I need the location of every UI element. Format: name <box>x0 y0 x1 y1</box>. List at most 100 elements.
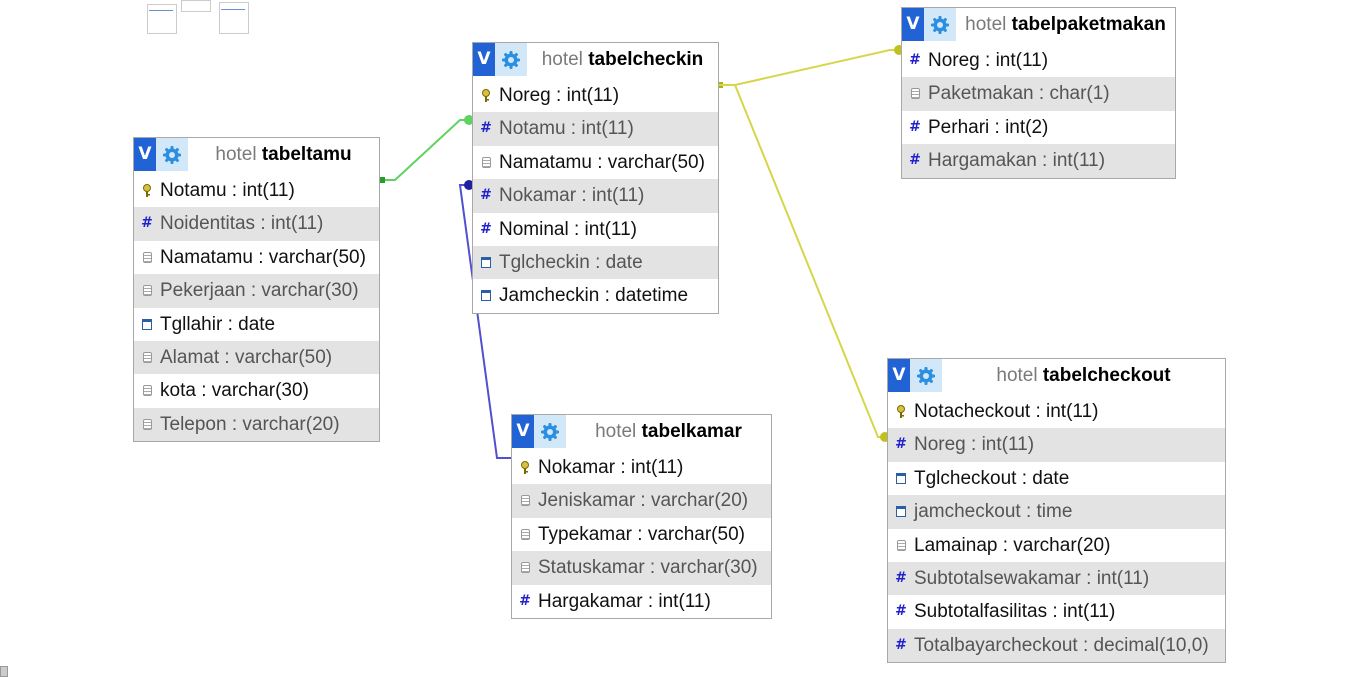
field-label: Lamainap : varchar(20) <box>914 534 1111 556</box>
field-row[interactable]: Namatamu : varchar(50) <box>134 241 379 274</box>
field-row[interactable]: #Nokamar : int(11) <box>473 179 718 213</box>
primary-key-icon <box>479 79 493 112</box>
field-row[interactable]: kota : varchar(30) <box>134 374 379 407</box>
field-row[interactable]: Typekamar : varchar(50) <box>512 518 771 551</box>
field-row[interactable]: #Subtotalsewakamar : int(11) <box>888 561 1225 596</box>
relation-checkin-paketmakan <box>719 49 902 86</box>
field-label: Jamcheckin : datetime <box>499 285 689 307</box>
field-row[interactable]: Tgllahir : date <box>134 308 379 341</box>
field-row[interactable]: #Perhari : int(2) <box>902 111 1175 144</box>
table-name: tabelpaketmakan <box>1011 14 1166 35</box>
table-name: tabelkamar <box>641 421 742 442</box>
text-field-icon <box>479 146 493 179</box>
table-title[interactable]: hotel tabelpaketmakan <box>956 8 1175 41</box>
database-name: hotel <box>965 14 1007 35</box>
field-row[interactable]: #Notamu : int(11) <box>473 112 718 146</box>
field-label: Notamu : int(11) <box>499 118 634 140</box>
toggle-columns-button[interactable]: V <box>888 359 910 392</box>
field-row[interactable]: Pekerjaan : varchar(30) <box>134 274 379 308</box>
field-row[interactable]: #Nominal : int(11) <box>473 213 718 246</box>
gear-icon[interactable] <box>534 415 566 448</box>
database-name: hotel <box>215 144 257 165</box>
toggle-columns-button[interactable]: V <box>512 415 534 448</box>
field-label: Pekerjaan : varchar(30) <box>160 280 359 302</box>
field-row[interactable]: #Noreg : int(11) <box>888 428 1225 462</box>
field-label: Noreg : int(11) <box>914 434 1035 456</box>
field-row[interactable]: Notacheckout : int(11) <box>888 395 1225 428</box>
date-field-icon <box>894 462 908 495</box>
field-label: Notamu : int(11) <box>160 180 295 201</box>
database-name: hotel <box>595 421 637 442</box>
gear-icon[interactable] <box>924 8 956 41</box>
table-title[interactable]: hotel tabelcheckin <box>527 43 718 76</box>
field-row[interactable]: Nokamar : int(11) <box>512 451 771 484</box>
numeric-field-icon: # <box>519 592 531 609</box>
text-field-icon <box>140 374 154 407</box>
field-label: Perhari : int(2) <box>928 116 1049 138</box>
text-field-icon <box>894 529 908 562</box>
field-label: kota : varchar(30) <box>160 380 309 402</box>
field-row[interactable]: #Noidentitas : int(11) <box>134 207 379 241</box>
field-label: Namatamu : varchar(50) <box>160 246 366 268</box>
field-row[interactable]: Statuskamar : varchar(30) <box>512 551 771 585</box>
field-label: jamcheckout : time <box>914 501 1073 523</box>
table-name: tabeltamu <box>261 144 352 165</box>
toggle-columns-button[interactable]: V <box>134 138 156 171</box>
field-row[interactable]: Notamu : int(11) <box>134 174 379 207</box>
field-label: Jeniskamar : varchar(20) <box>538 490 749 512</box>
field-label: Statuskamar : varchar(30) <box>538 557 758 579</box>
field-label: Paketmakan : char(1) <box>928 83 1110 105</box>
resize-handle[interactable] <box>0 666 8 677</box>
text-field-icon <box>140 408 154 441</box>
field-row[interactable]: Jeniskamar : varchar(20) <box>512 484 771 518</box>
text-field-icon <box>140 341 154 374</box>
gear-icon[interactable] <box>156 138 188 171</box>
date-field-icon <box>140 308 154 341</box>
field-row[interactable]: Lamainap : varchar(20) <box>888 529 1225 562</box>
numeric-field-icon: # <box>909 52 921 68</box>
table-title[interactable]: hotel tabelcheckout <box>942 359 1225 392</box>
relation-checkin-checkout <box>719 84 888 438</box>
primary-key-icon <box>140 174 154 207</box>
gear-icon[interactable] <box>910 359 942 392</box>
field-label: Nokamar : int(11) <box>538 457 684 478</box>
relation-tamu-checkin <box>380 119 472 181</box>
field-row[interactable]: Paketmakan : char(1) <box>902 77 1175 111</box>
field-row[interactable]: Telepon : varchar(20) <box>134 407 379 442</box>
field-row[interactable]: #Totalbayarcheckout : decimal(10,0) <box>888 628 1225 663</box>
toggle-columns-button[interactable]: V <box>902 8 924 41</box>
field-row[interactable]: Noreg : int(11) <box>473 79 718 112</box>
table-name: tabelcheckout <box>1042 365 1171 386</box>
field-row[interactable]: #Hargamakan : int(11) <box>902 144 1175 178</box>
field-row[interactable]: #Noreg : int(11) <box>902 44 1175 77</box>
field-row[interactable]: #Subtotalfasilitas : int(11) <box>888 595 1225 628</box>
numeric-field-icon: # <box>895 636 907 653</box>
primary-key-icon <box>518 451 532 484</box>
table-title[interactable]: hotel tabeltamu <box>188 138 379 171</box>
field-row[interactable]: Jamcheckin : datetime <box>473 279 718 312</box>
table-title[interactable]: hotel tabelkamar <box>566 415 771 448</box>
field-row[interactable]: jamcheckout : time <box>888 495 1225 529</box>
toggle-columns-button[interactable]: V <box>473 43 495 76</box>
text-field-icon <box>518 518 532 551</box>
gear-icon[interactable] <box>495 43 527 76</box>
field-row[interactable]: Alamat : varchar(50) <box>134 340 379 375</box>
field-row[interactable]: Namatamu : varchar(50) <box>473 146 718 179</box>
field-row[interactable]: Tglcheckout : date <box>888 462 1225 495</box>
field-label: Typekamar : varchar(50) <box>538 523 745 545</box>
numeric-field-icon: # <box>480 187 492 204</box>
field-row[interactable]: Tglcheckin : date <box>473 245 718 280</box>
field-label: Hargakamar : int(11) <box>538 590 711 612</box>
field-row[interactable]: # Hargakamar : int(11) <box>512 585 771 618</box>
field-label: Subtotalfasilitas : int(11) <box>914 601 1116 623</box>
